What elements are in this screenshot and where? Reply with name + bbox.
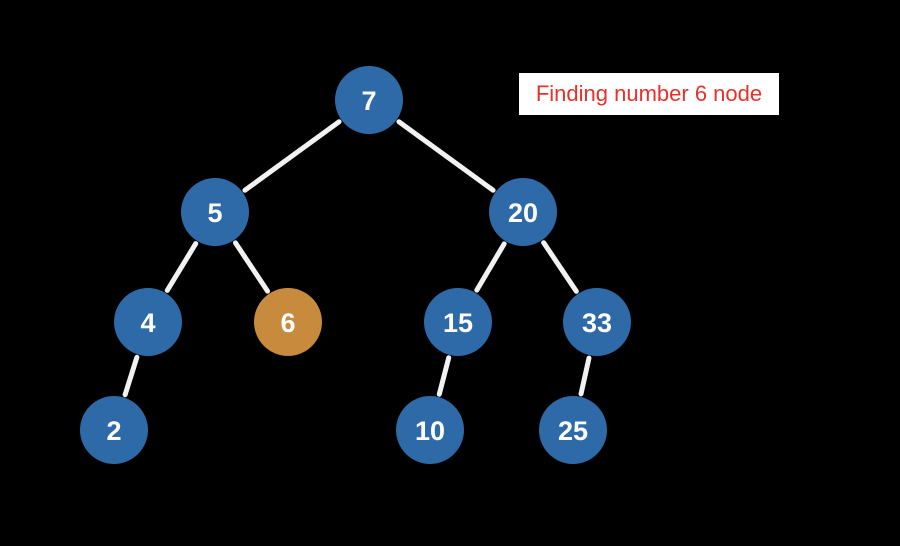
tree-node-2: 2 bbox=[80, 396, 148, 464]
node-label: 7 bbox=[361, 86, 376, 116]
tree-node-4: 4 bbox=[114, 288, 182, 356]
tree-node-10: 10 bbox=[396, 396, 464, 464]
tree-node-25: 25 bbox=[539, 396, 607, 464]
node-label: 20 bbox=[508, 198, 538, 228]
node-label: 15 bbox=[443, 308, 473, 338]
tree-node-6: 6 bbox=[254, 288, 322, 356]
node-label: 10 bbox=[415, 416, 445, 446]
edge-7-20 bbox=[396, 119, 496, 193]
node-circle bbox=[563, 288, 631, 356]
node-circle bbox=[181, 178, 249, 246]
node-label: 4 bbox=[140, 308, 155, 338]
tree-node-33: 33 bbox=[563, 288, 631, 356]
edge-33-25 bbox=[578, 355, 592, 397]
edge-20-15 bbox=[474, 241, 507, 293]
node-label: 25 bbox=[558, 416, 588, 446]
node-circle bbox=[424, 288, 492, 356]
edge-15-10 bbox=[436, 355, 452, 397]
node-circle bbox=[396, 396, 464, 464]
edge-7-5 bbox=[242, 119, 342, 193]
edge-4-2 bbox=[122, 354, 140, 398]
tree-node-20: 20 bbox=[489, 178, 557, 246]
node-label: 5 bbox=[207, 198, 222, 228]
node-label: 33 bbox=[582, 308, 612, 338]
edge-5-4 bbox=[164, 241, 199, 293]
edge-5-6 bbox=[232, 240, 271, 294]
node-label: 2 bbox=[106, 416, 121, 446]
node-circle bbox=[489, 178, 557, 246]
node-circle bbox=[335, 66, 403, 134]
edges-layer bbox=[122, 119, 592, 398]
node-circle bbox=[114, 288, 182, 356]
tree-node-5: 5 bbox=[181, 178, 249, 246]
tree-node-15: 15 bbox=[424, 288, 492, 356]
caption-label: Finding number 6 node bbox=[519, 73, 779, 115]
node-label: 6 bbox=[280, 308, 295, 338]
highlighted-node-circle bbox=[254, 288, 322, 356]
node-circle bbox=[80, 396, 148, 464]
tree-node-7: 7 bbox=[335, 66, 403, 134]
edge-20-33 bbox=[541, 240, 579, 294]
nodes-layer: 7 5 20 4 6 15 33 2 10 25 bbox=[80, 66, 631, 464]
node-circle bbox=[539, 396, 607, 464]
